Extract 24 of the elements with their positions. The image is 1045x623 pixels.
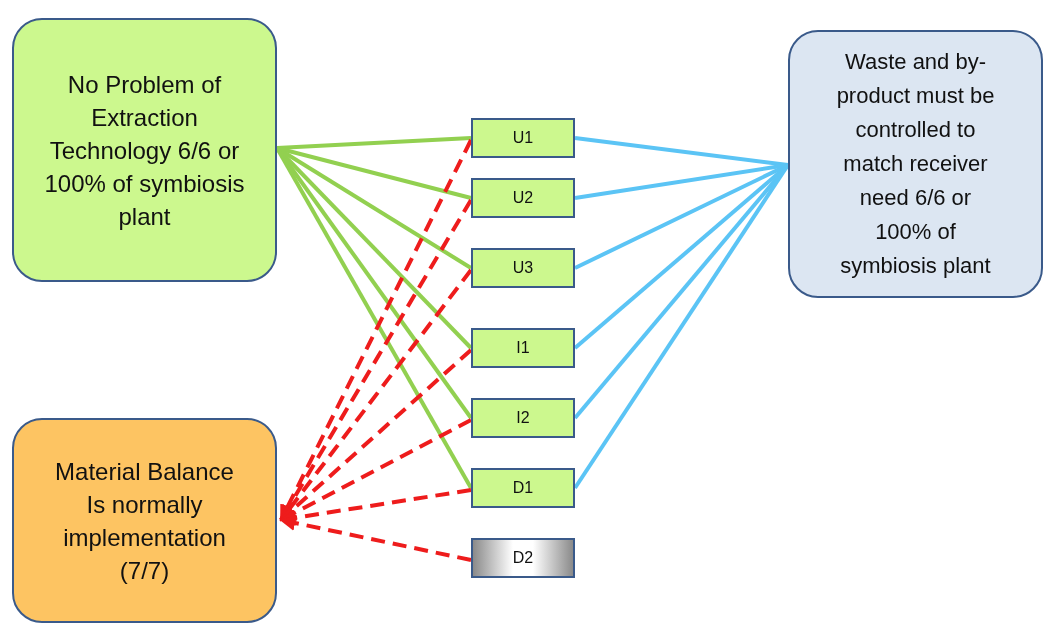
- node-label: No Problem of Extraction Technology 6/6 or 100% of symbiosis plant: [44, 69, 245, 232]
- node-label: I1: [516, 339, 530, 357]
- item-box: [471, 178, 575, 218]
- item-box: [471, 468, 575, 508]
- node-label: U3: [512, 259, 534, 277]
- item-box: [471, 398, 575, 438]
- node-label: U1: [512, 129, 534, 147]
- arrow: [279, 418, 472, 522]
- node-label: Material Balance Is normally implementation (7/7): [54, 456, 235, 586]
- arrow: [279, 515, 472, 562]
- process-box: [12, 418, 277, 623]
- process-box: [788, 30, 1043, 298]
- arrow: [279, 348, 473, 522]
- node-label: Waste and by- product must be controlled to match receiver need 6/6 or 100% of symbiosis plant: [835, 48, 996, 280]
- item-box: [471, 538, 575, 578]
- process-box: [12, 18, 277, 282]
- item-box: [471, 118, 575, 158]
- node-label: I2: [516, 409, 530, 427]
- connector-line: [276, 136, 472, 150]
- node-label: D2: [512, 549, 534, 567]
- item-box: [471, 328, 575, 368]
- node-label: D1: [512, 479, 534, 497]
- node-label: U2: [512, 189, 534, 207]
- item-box: [471, 248, 575, 288]
